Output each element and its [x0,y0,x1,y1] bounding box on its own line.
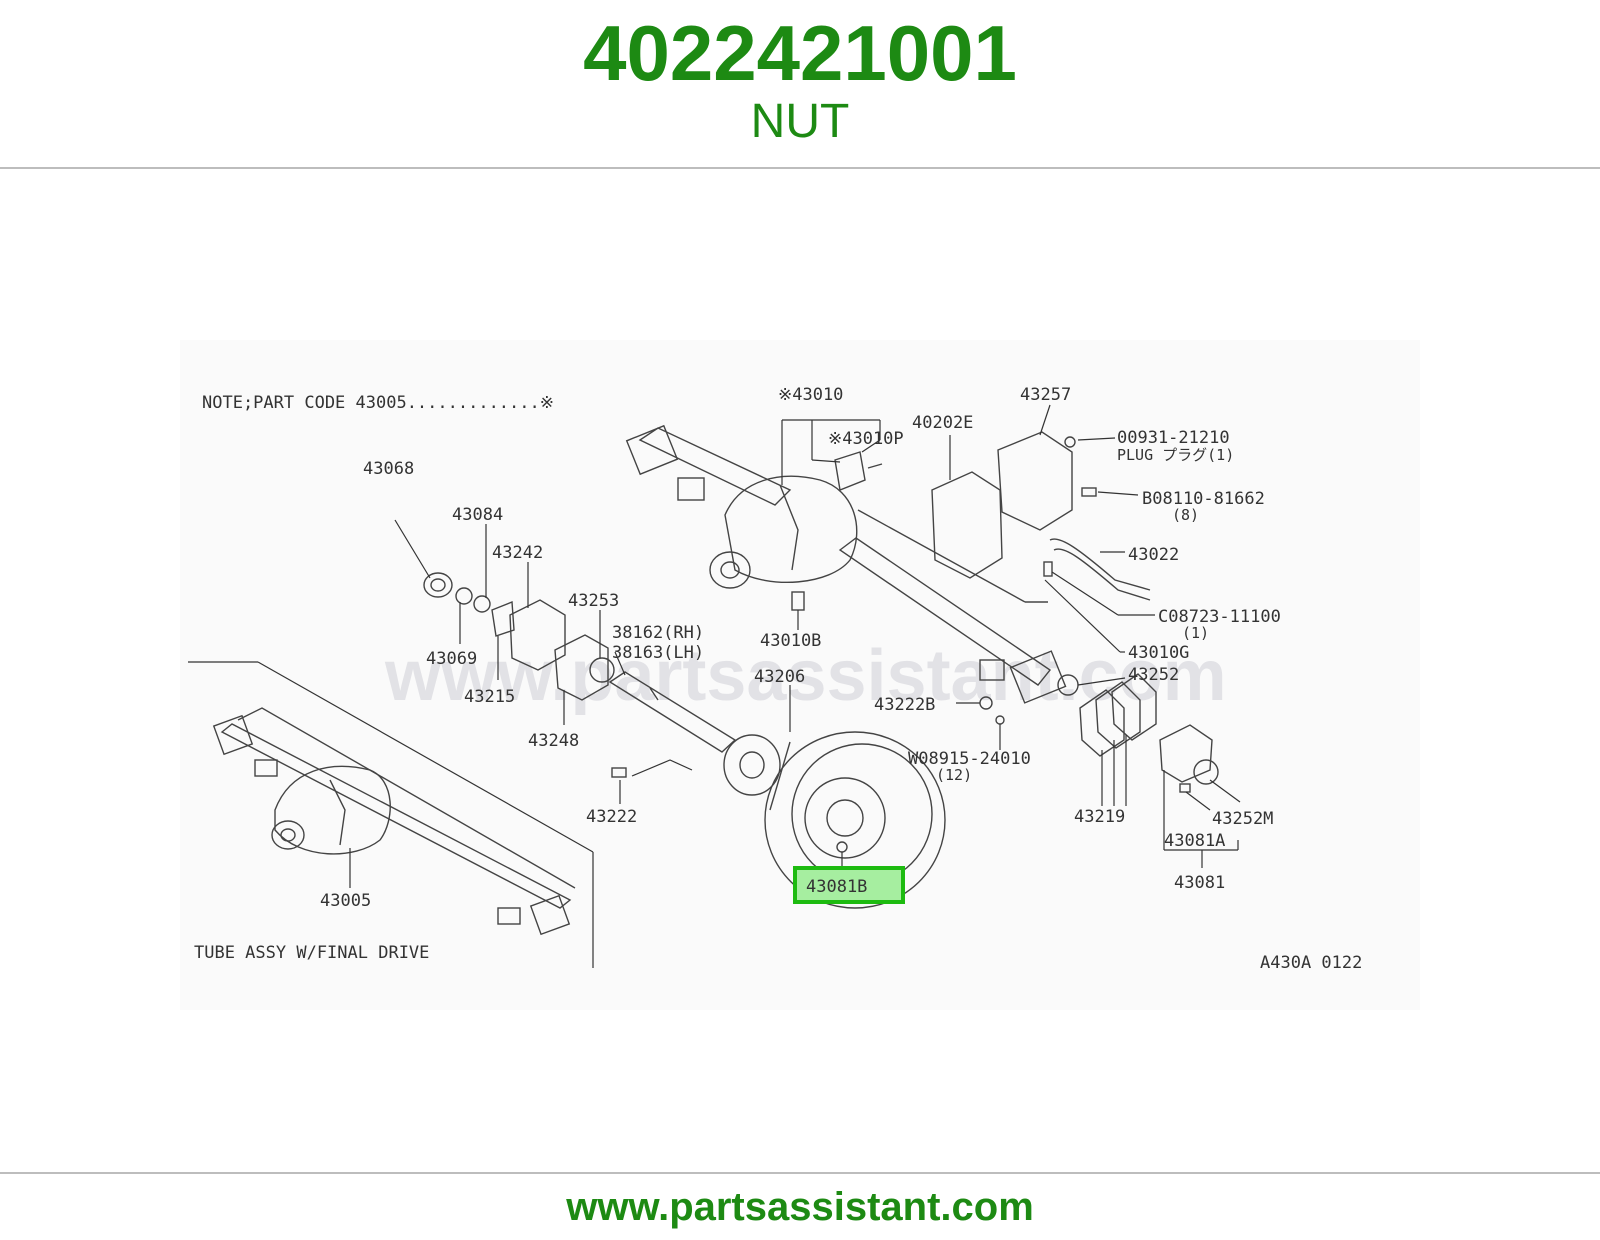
oil-seal [423,572,453,598]
axle-shaft [608,671,737,753]
label-43222: 43222 [586,807,637,827]
parts-diagram: www.partsassistant.com NOTE;PART CODE 43… [180,340,1420,1010]
cover-gasket [931,471,1003,579]
diagram-watermark: www.partsassistant.com [384,636,1227,716]
inset-tube-assy [188,661,594,968]
label-43069: 43069 [426,649,477,669]
diagram-note: NOTE;PART CODE 43005.............※ [202,393,554,413]
label-08723-qty: (1) [1182,624,1209,642]
site-url[interactable]: www.partsassistant.com [566,1185,1034,1229]
label-43084: 43084 [452,505,503,525]
label-43257: 43257 [1020,385,1071,405]
label-43081b-highlighted[interactable]: 43081B [806,877,867,897]
label-43252: 43252 [1128,665,1179,685]
label-43222b: 43222B [874,695,935,715]
header-divider [0,167,1600,169]
label-43010p: ※43010P [828,429,904,449]
main-axle-housing [625,424,1067,704]
label-43219: 43219 [1074,807,1125,827]
breather-hose [1049,538,1151,591]
highlighted-part-box[interactable] [793,866,905,904]
diagram-code: A430A 0122 [1260,953,1362,973]
label-40202e: 40202E [912,413,973,433]
label-43081: 43081 [1174,873,1225,893]
label-43253: 43253 [568,591,619,611]
label-43010b: 43010B [760,631,821,651]
label-43206: 43206 [754,667,805,687]
label-43242: 43242 [492,543,543,563]
label-00931-21210: 00931-21210 [1117,428,1230,448]
label-plug: PLUG プラグ(1) [1117,446,1234,464]
label-08915-24010: W08915-24010 [908,749,1031,769]
label-38163: 38163(LH) [612,643,704,663]
label-08723-11100: C08723-11100 [1158,607,1281,627]
label-08110-81662: B08110-81662 [1142,489,1265,509]
part-number: 4022421001 [583,9,1017,97]
label-43022: 43022 [1128,545,1179,565]
label-38162: 38162(RH) [612,623,704,643]
label-43068: 43068 [363,459,414,479]
label-43081a: 43081A [1164,831,1225,851]
label-43248: 43248 [528,731,579,751]
diagram-caption: TUBE ASSY W/FINAL DRIVE [194,943,429,963]
part-name: NUT [750,95,850,148]
label-43005: 43005 [320,891,371,911]
diagram-svg: www.partsassistant.com NOTE;PART CODE 43… [188,385,1362,973]
label-08915-qty: (12) [936,766,972,784]
diff-cover [997,431,1073,531]
label-43252m: 43252M [1212,809,1273,829]
label-43010g: 43010G [1128,643,1189,663]
part-header: 4022421001 NUT [0,0,1600,168]
label-08110-qty: (8) [1172,506,1199,524]
footer-divider [0,1172,1600,1174]
label-43215: 43215 [464,687,515,707]
leader-lines [394,404,1241,868]
label-43010: ※43010 [778,385,843,405]
